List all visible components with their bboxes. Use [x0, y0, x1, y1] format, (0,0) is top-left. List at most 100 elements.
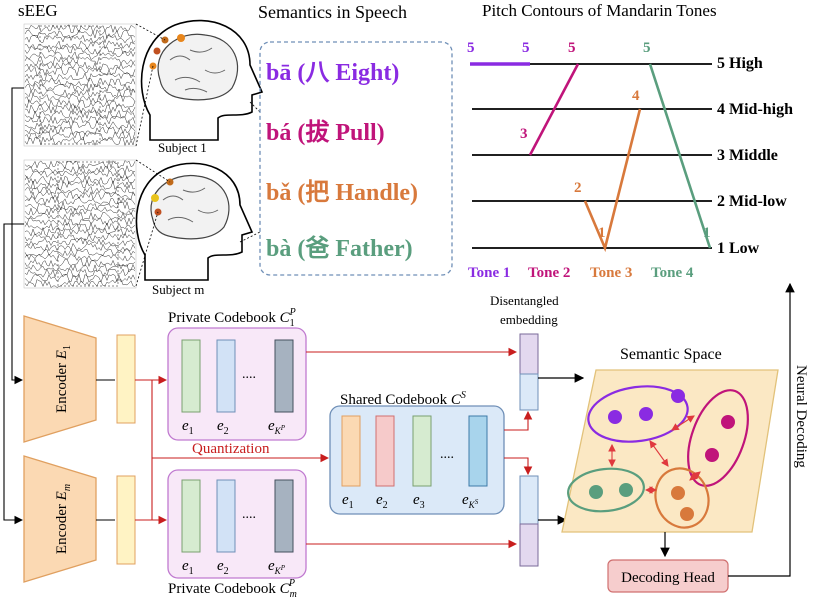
- disentangled-label-2: embedding: [500, 312, 558, 327]
- pt-t1a: 5: [467, 40, 475, 56]
- level-2: 2 Mid-low: [717, 193, 787, 210]
- seeg-panel-1: [23, 23, 137, 147]
- seeg-trace: [24, 185, 136, 195]
- seeg-trace: [24, 170, 136, 180]
- seeg-trace: [24, 82, 136, 93]
- seeg-trace: [24, 258, 136, 268]
- quantization-label: Quantization: [192, 441, 270, 457]
- pt-t3a: 2: [574, 180, 582, 196]
- svg-text:e1: e1: [342, 492, 354, 511]
- tone-label-3: Tone 3: [590, 265, 632, 281]
- private-m-dots: ....: [242, 507, 256, 522]
- disentangled-label-1: Disentangled: [490, 293, 559, 308]
- seeg-trace: [24, 50, 136, 60]
- semantic-item-2: bá (拔 Pull): [266, 119, 385, 146]
- encoder-1-label: Encoder E1: [54, 345, 73, 413]
- subject1-label: Subject 1: [158, 140, 207, 155]
- seeg-trace: [24, 93, 136, 104]
- private-codebook-m: [167, 469, 307, 579]
- semantic-item-3: bǎ (把 Handle): [266, 179, 418, 206]
- semantic-item-4: bà (爸 Father): [266, 235, 413, 262]
- level-1: 1 Low: [717, 240, 760, 257]
- seeg-trace: [24, 164, 136, 175]
- encoder-m-label: Encoder Em: [54, 484, 73, 554]
- seeg-trace: [24, 115, 136, 125]
- seeg-trace: [24, 61, 136, 71]
- level-4: 4 Mid-high: [717, 101, 793, 118]
- head-icon-subject1: [140, 19, 264, 141]
- svg-text:e2: e2: [217, 558, 229, 577]
- pt-t4a: 5: [643, 40, 651, 56]
- seeg-trace: [24, 263, 136, 273]
- seeg-trace: [24, 206, 136, 216]
- embedding-m: [519, 475, 539, 567]
- seeg-trace: [24, 175, 136, 185]
- seeg-trace: [24, 279, 136, 288]
- decoding-head-label: Decoding Head: [621, 570, 715, 586]
- seeg-trace: [24, 88, 136, 98]
- svg-text:e1: e1: [182, 418, 194, 437]
- semantics-title: Semantics in Speech: [258, 2, 407, 22]
- seeg-trace: [24, 201, 136, 211]
- private-codebook-1: [167, 327, 307, 441]
- seeg-trace: [24, 56, 136, 66]
- private-codebook-1-title: Private Codebook C1P: [168, 307, 296, 329]
- private-1-dots: ....: [242, 367, 256, 382]
- seeg-trace: [24, 253, 136, 262]
- svg-text:e1: e1: [182, 558, 194, 577]
- seeg-trace: [25, 40, 136, 50]
- tone-label-1: Tone 1: [468, 265, 510, 281]
- seeg-trace: [24, 242, 136, 252]
- seeg-trace: [24, 268, 136, 278]
- seeg-trace: [24, 120, 136, 131]
- pt-t2b: 5: [568, 40, 576, 56]
- seeg-trace: [24, 237, 136, 247]
- semantic-space: [561, 369, 779, 533]
- level-5: 5 High: [717, 55, 763, 72]
- pt-t3b: 1: [598, 225, 606, 241]
- pt-t1b: 5: [522, 40, 530, 56]
- tone-contours: [470, 62, 712, 253]
- head-icon-subjectm: [135, 162, 254, 281]
- embedding-1: [519, 333, 539, 411]
- svg-text:e3: e3: [413, 492, 425, 511]
- shared-dots: ....: [440, 447, 454, 462]
- seeg-trace: [24, 109, 136, 120]
- seeg-trace: [24, 217, 136, 227]
- pt-t3c: 4: [632, 88, 640, 104]
- pt-t4b: 1: [703, 225, 711, 241]
- seeg-trace: [24, 136, 136, 147]
- semantic-space-title: Semantic Space: [620, 346, 722, 363]
- seeg-trace: [24, 77, 136, 87]
- seeg-trace: [24, 125, 136, 136]
- seeg-trace: [24, 190, 136, 201]
- level-3: 3 Middle: [717, 147, 778, 164]
- svg-text:e2: e2: [376, 492, 388, 511]
- seeg-trace: [24, 131, 136, 141]
- seeg-trace: [24, 72, 136, 82]
- seeg-trace: [24, 66, 136, 77]
- seeg-title: sEEG: [18, 1, 58, 20]
- seeg-trace: [24, 45, 136, 55]
- subjectm-label: Subject m: [152, 282, 204, 297]
- svg-text:e2: e2: [217, 418, 229, 437]
- semantics-box: [259, 41, 453, 276]
- tone-label-4: Tone 4: [651, 265, 694, 281]
- seeg-trace: [24, 104, 136, 115]
- semantic-item-1: bā (八 Eight): [266, 60, 399, 86]
- seeg-trace: [24, 248, 136, 257]
- seeg-trace: [24, 34, 136, 44]
- shared-codebook-title: Shared Codebook CS: [340, 390, 466, 408]
- seeg-trace: [24, 159, 136, 170]
- pitch-title: Pitch Contours of Mandarin Tones: [482, 1, 717, 20]
- seeg-trace: [24, 196, 136, 206]
- neural-decoding-label: Neural Decoding: [793, 365, 809, 468]
- seeg-panel-m: [23, 159, 137, 289]
- encoder-1: Encoder E1: [23, 315, 97, 443]
- seeg-trace: [24, 180, 136, 191]
- seeg-trace: [24, 29, 136, 40]
- pitch-levels: [472, 63, 712, 249]
- private-codebook-m-title: Private Codebook CmP: [168, 578, 297, 599]
- latent-1: [116, 334, 136, 424]
